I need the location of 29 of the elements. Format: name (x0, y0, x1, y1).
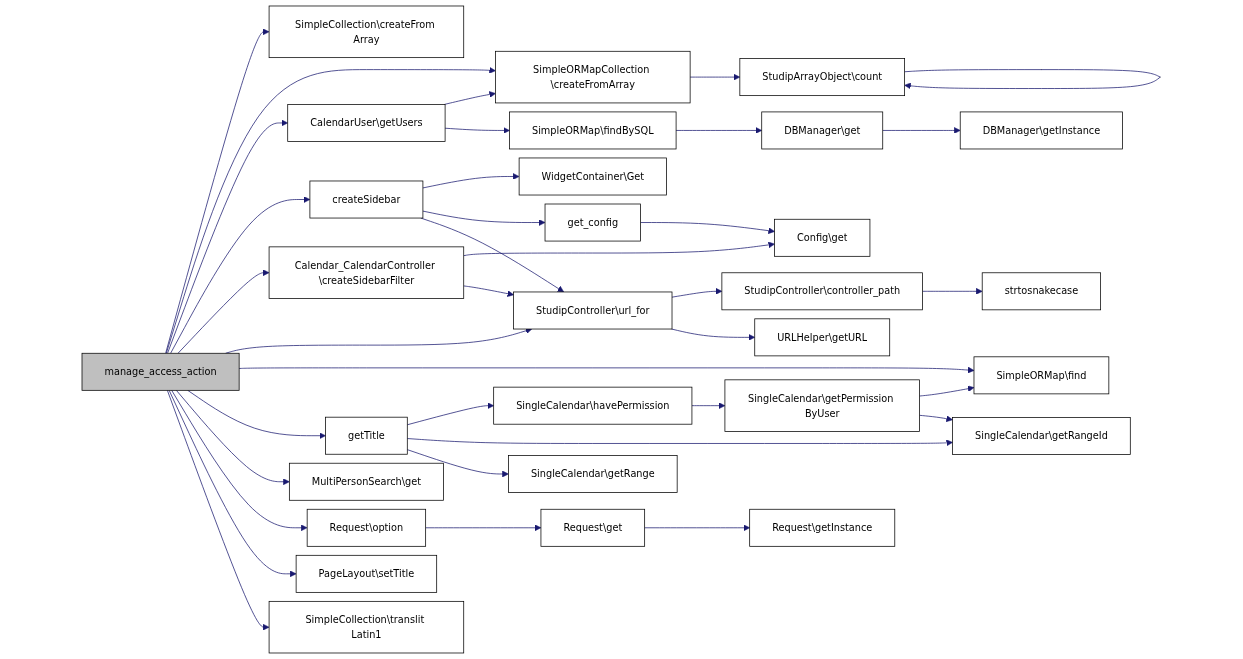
node-box: SingleCalendar\getRange (508, 455, 678, 493)
node-box: SimpleCollection\createFrom Array (269, 5, 465, 58)
node-box: SingleCalendar\getRangeId (952, 417, 1131, 455)
node-box: StudipArrayObject\count (739, 58, 906, 96)
node-box: PageLayout\setTitle (296, 554, 438, 593)
node-box: getTitle (325, 416, 408, 455)
node-box: Request\getInstance (749, 508, 896, 547)
node-box: StudipController\url_for (513, 291, 673, 330)
node-box: StudipController\controller_path (721, 272, 924, 311)
node-box: createSidebar (309, 180, 424, 219)
node-box: SimpleCollection\translit Latin1 (269, 600, 465, 654)
node-box: SimpleORMap\find (973, 356, 1110, 395)
node-box: WidgetContainer\Get (519, 157, 668, 196)
node-box: Calendar_CalendarController \createSidebarFilter (269, 246, 465, 299)
node-box: Request\option (307, 508, 427, 547)
node-box: SingleCalendar\havePermission (493, 386, 693, 425)
node-box: DBManager\getInstance (960, 111, 1124, 150)
node-box: Config\get (774, 218, 871, 257)
node-box: Request\get (540, 508, 646, 547)
node-box: SimpleORMapCollection \createFromArray (495, 50, 691, 104)
node-box: strtosnakecase (982, 272, 1102, 311)
node-box: SingleCalendar\getPermission ByUser (724, 379, 921, 432)
node-box: get_config (544, 203, 642, 242)
node-box: CalendarUser\getUsers (287, 104, 446, 142)
node-box: SimpleORMap\findBySQL (509, 111, 677, 150)
node-box: manage_access_action (81, 352, 240, 391)
node-box: URLHelper\getURL (754, 318, 891, 357)
node-box: MultiPersonSearch\get (289, 462, 445, 501)
node-box: DBManager\get (761, 111, 884, 150)
